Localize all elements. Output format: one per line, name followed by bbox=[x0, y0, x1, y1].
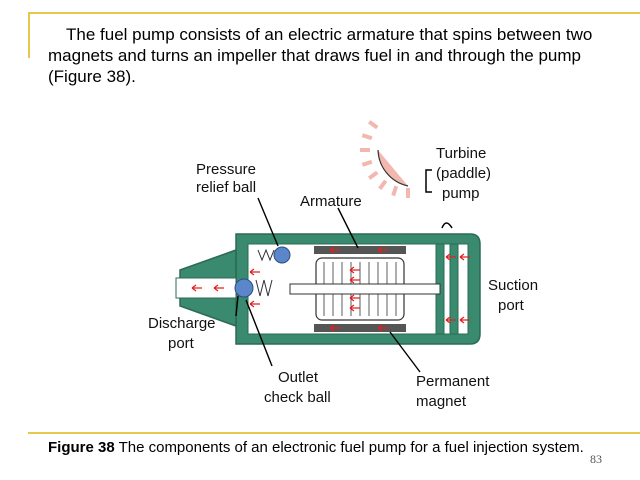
label-pressure: Pressure bbox=[196, 161, 256, 178]
outlet-check-ball bbox=[234, 278, 254, 298]
flow-arrow bbox=[249, 268, 260, 276]
turbine-paddle-wheel bbox=[360, 120, 410, 198]
bottom-rule bbox=[28, 432, 640, 434]
flow-arrow bbox=[459, 316, 470, 324]
paddle-blade bbox=[367, 120, 379, 130]
turbine-bracket-bottom bbox=[441, 222, 453, 229]
paddle-blade bbox=[367, 170, 379, 180]
flow-arrow bbox=[349, 266, 360, 274]
paddle-blade bbox=[391, 185, 399, 197]
label-permanent: Permanent bbox=[416, 373, 490, 390]
turbine-bracket bbox=[425, 169, 432, 193]
caption-label: Figure 38 bbox=[48, 439, 115, 456]
flow-arrow bbox=[349, 294, 360, 302]
label-pump: pump bbox=[442, 185, 480, 202]
label-turbine: Turbine bbox=[436, 145, 486, 162]
label-paddle: (paddle) bbox=[436, 165, 491, 182]
flow-arrow bbox=[329, 246, 340, 254]
check-spring bbox=[255, 279, 273, 297]
label-magnet: magnet bbox=[416, 393, 467, 410]
flow-arrow bbox=[349, 304, 360, 312]
flow-arrow bbox=[445, 316, 456, 324]
flow-arrow bbox=[377, 246, 388, 254]
label-discharge-port: port bbox=[168, 335, 195, 352]
paddle-blade bbox=[361, 133, 373, 141]
flow-arrow bbox=[377, 324, 388, 332]
magnet-top bbox=[314, 246, 406, 254]
pressure-relief-ball bbox=[273, 246, 291, 264]
flow-arrow bbox=[191, 284, 202, 292]
flow-arrow bbox=[349, 276, 360, 284]
paddle-blade bbox=[361, 159, 373, 167]
magnet-bottom bbox=[314, 324, 406, 332]
label-relief-ball: relief ball bbox=[196, 179, 256, 196]
flow-arrow bbox=[213, 284, 224, 292]
label-check-ball: check ball bbox=[264, 389, 331, 406]
flow-arrow bbox=[445, 253, 456, 261]
label-suction-port: port bbox=[498, 297, 525, 314]
caption-text: The components of an electronic fuel pum… bbox=[114, 439, 584, 456]
label-suction: Suction bbox=[488, 277, 538, 294]
left-rule bbox=[28, 12, 30, 58]
flow-arrows bbox=[191, 246, 470, 332]
label-armature: Armature bbox=[300, 193, 362, 210]
figure-caption: Figure 38 The components of an electroni… bbox=[48, 438, 588, 457]
flow-arrow bbox=[459, 253, 470, 261]
label-outlet: Outlet bbox=[278, 369, 319, 386]
fuel-pump-diagram: Pressure relief ball Armature Turbine (p… bbox=[148, 120, 538, 410]
page-number: 83 bbox=[590, 452, 602, 466]
flow-arrow bbox=[249, 300, 260, 308]
armature bbox=[289, 257, 441, 321]
relief-spring bbox=[257, 248, 275, 262]
body-paragraph: The fuel pump consists of an electric ar… bbox=[48, 25, 593, 86]
top-rule bbox=[28, 12, 640, 14]
flow-arrow bbox=[329, 324, 340, 332]
leader-lines bbox=[235, 197, 421, 373]
label-discharge: Discharge bbox=[148, 315, 216, 332]
paddle-blade bbox=[378, 179, 388, 191]
